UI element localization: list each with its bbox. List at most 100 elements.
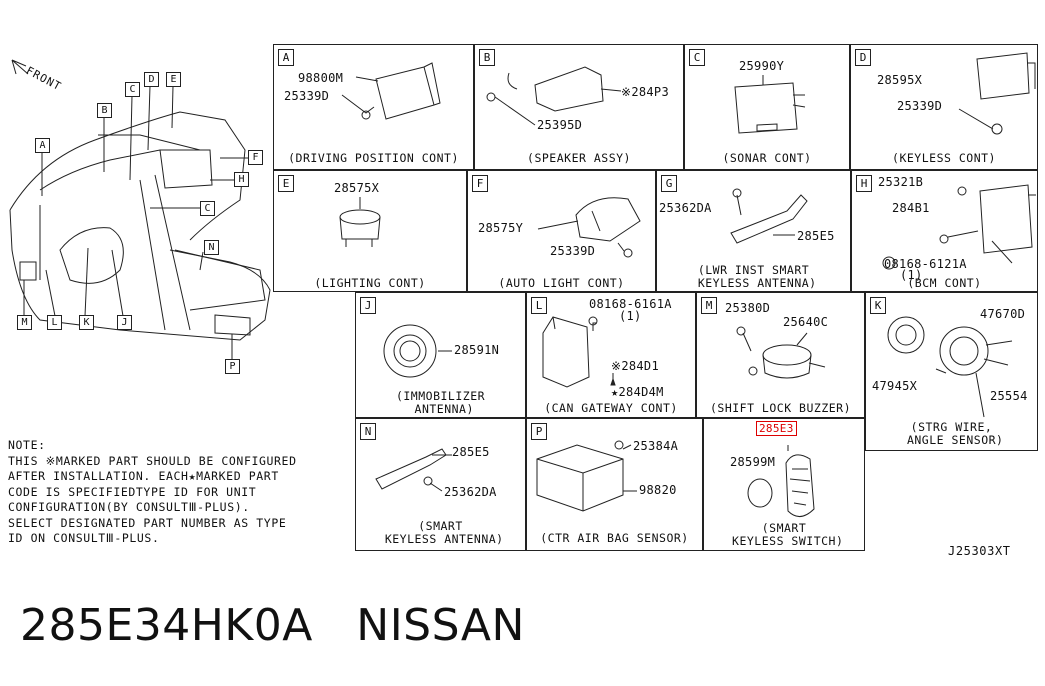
part-number: 28599M: [730, 455, 776, 469]
part-number: 25339D: [550, 244, 596, 258]
ctr-air-bag-sensor-drawing: [536, 440, 637, 512]
bcm-cont-drawing: [882, 184, 1036, 270]
cell-letter: N: [360, 423, 376, 440]
drawing-code: J25303XT: [948, 544, 1011, 558]
highlighted-part-number[interactable]: 285E3: [756, 421, 797, 436]
shift-lock-buzzer-drawing: [736, 326, 826, 379]
cell-title: (SMART KEYLESS ANTENNA): [384, 519, 504, 546]
cell-title: (SPEAKER ASSY): [527, 151, 631, 165]
cell-title: (CTR AIR BAG SENSOR): [540, 531, 689, 545]
cell-letter: A: [278, 49, 294, 66]
location-letter: H: [234, 172, 249, 187]
lighting-cont-drawing: [339, 197, 381, 247]
location-letter: E: [166, 72, 181, 87]
cell-letter: C: [689, 49, 705, 66]
cell-title: (SMART KEYLESS SWITCH): [732, 521, 844, 548]
cell-letter: F: [472, 175, 488, 192]
cell-letter: D: [855, 49, 871, 66]
part-number: 25395D: [537, 118, 583, 132]
part-number: 285E5: [452, 445, 490, 459]
cell-title: (AUTO LIGHT CONT): [498, 276, 625, 290]
part-number: 08168-6121A: [884, 257, 967, 271]
cell-a-driving-position-cont: A 98800M 25339D (DRIVING POSITION CONT): [273, 44, 474, 170]
footer-caption: 285E34HK0A NISSAN: [20, 600, 525, 651]
location-letter: A: [35, 138, 50, 153]
footer-part-number: 285E34HK0A: [20, 600, 313, 651]
can-gateway-cont-drawing: [542, 316, 616, 388]
cell-letter: B: [479, 49, 495, 66]
cell-title: (SONAR CONT): [722, 151, 812, 165]
location-letter: M: [17, 315, 32, 330]
part-number: 25990Y: [739, 59, 785, 73]
cell-f-auto-light-cont: F 28575Y 25339D (AUTO LIGHT CONT): [467, 170, 656, 292]
part-number: 25339D: [284, 89, 330, 103]
cell-c-sonar-cont: C 25990Y (SONAR CONT): [684, 44, 850, 170]
location-letter: D: [144, 72, 159, 87]
part-number: ※284P3: [621, 85, 669, 99]
cell-e-lighting-cont: E 28575X (LIGHTING CONT): [273, 170, 467, 292]
sonar-cont-drawing: [734, 75, 806, 134]
part-number: 25640C: [783, 315, 829, 329]
cell-letter: L: [531, 297, 547, 314]
cell-title: (LWR INST SMART KEYLESS ANTENNA): [697, 263, 817, 290]
lwr-inst-antenna-drawing: [730, 188, 808, 244]
location-letter: L: [47, 315, 62, 330]
part-number: 25321B: [878, 175, 924, 189]
part-number: 98800M: [298, 71, 344, 85]
cell-letter: E: [278, 175, 294, 192]
auto-light-cont-drawing: [537, 197, 641, 258]
cell-title: (STRG WIRE, ANGLE SENSOR): [906, 420, 1004, 447]
part-number: 47945X: [872, 379, 918, 393]
part-number: 28575Y: [478, 221, 524, 235]
part-number: 25554: [990, 389, 1028, 403]
speaker-assy-drawing: [486, 66, 622, 126]
part-number: 285E5: [797, 229, 835, 243]
location-letter: K: [79, 315, 94, 330]
cell-title: (DRIVING POSITION CONT): [288, 151, 459, 165]
part-number: 25384A: [633, 439, 679, 453]
configuration-note: NOTE: THIS ※MARKED PART SHOULD BE CONFIG…: [8, 438, 297, 545]
part-number: 25362DA: [659, 201, 712, 215]
location-letter: J: [117, 315, 132, 330]
part-number: 28591N: [454, 343, 500, 357]
driving-position-cont-drawing: [341, 62, 441, 120]
cell-n-smart-keyless-antenna: N 285E5 25362DA (SMART KEYLESS ANTENNA): [355, 418, 526, 551]
part-number: 25362DA: [444, 485, 497, 499]
location-letter: C: [200, 201, 215, 216]
location-letter: C: [125, 82, 140, 97]
cell-k-strg-wire-angle-sensor: K 47670D 47945X 25554 (STRG WIRE, ANGLE …: [865, 292, 1038, 451]
part-number: ※284D1: [611, 359, 659, 373]
cell-title: (LIGHTING CONT): [314, 276, 426, 290]
cell-letter: M: [701, 297, 717, 314]
part-number: 25380D: [725, 301, 771, 315]
cell-letter: G: [661, 175, 677, 192]
part-number: 284B1: [892, 201, 930, 215]
smart-key-fob-drawing: [747, 445, 815, 517]
cell-m-shift-lock-buzzer: M 25380D 25640C (SHIFT LOCK BUZZER): [696, 292, 865, 418]
location-letter: B: [97, 103, 112, 118]
cell-letter: H: [856, 175, 872, 192]
keyless-cont-drawing: [958, 52, 1036, 135]
part-number: 98820: [639, 483, 677, 497]
cell-title: (KEYLESS CONT): [892, 151, 996, 165]
location-letter: P: [225, 359, 240, 374]
location-letter: F: [248, 150, 263, 165]
part-number: 28575X: [334, 181, 380, 195]
immobilizer-antenna-drawing: [383, 324, 452, 378]
part-number: ★284D4M: [611, 385, 664, 399]
strg-wire-angle-sensor-drawing: [887, 316, 1013, 418]
part-number: 47670D: [980, 307, 1026, 321]
part-number: 28595X: [877, 73, 923, 87]
cell-h-bcm-cont: H 25321B 284B1 08168-6121A (1) (BCM CONT…: [851, 170, 1038, 292]
cell-title: (IMMOBILIZER ANTENNA): [395, 389, 486, 416]
cell-j-immobilizer-antenna: J 28591N (IMMOBILIZER ANTENNA): [355, 292, 526, 418]
part-number: 25339D: [897, 99, 943, 113]
cell-letter: K: [870, 297, 886, 314]
cell-title: (BCM CONT): [907, 276, 982, 290]
part-number: 08168-6161A: [589, 297, 672, 311]
cell-b-speaker-assy: B ※284P3 25395D (SPEAKER ASSY): [474, 44, 684, 170]
smart-keyless-antenna-drawing: [375, 448, 452, 492]
footer-brand: NISSAN: [356, 600, 525, 651]
